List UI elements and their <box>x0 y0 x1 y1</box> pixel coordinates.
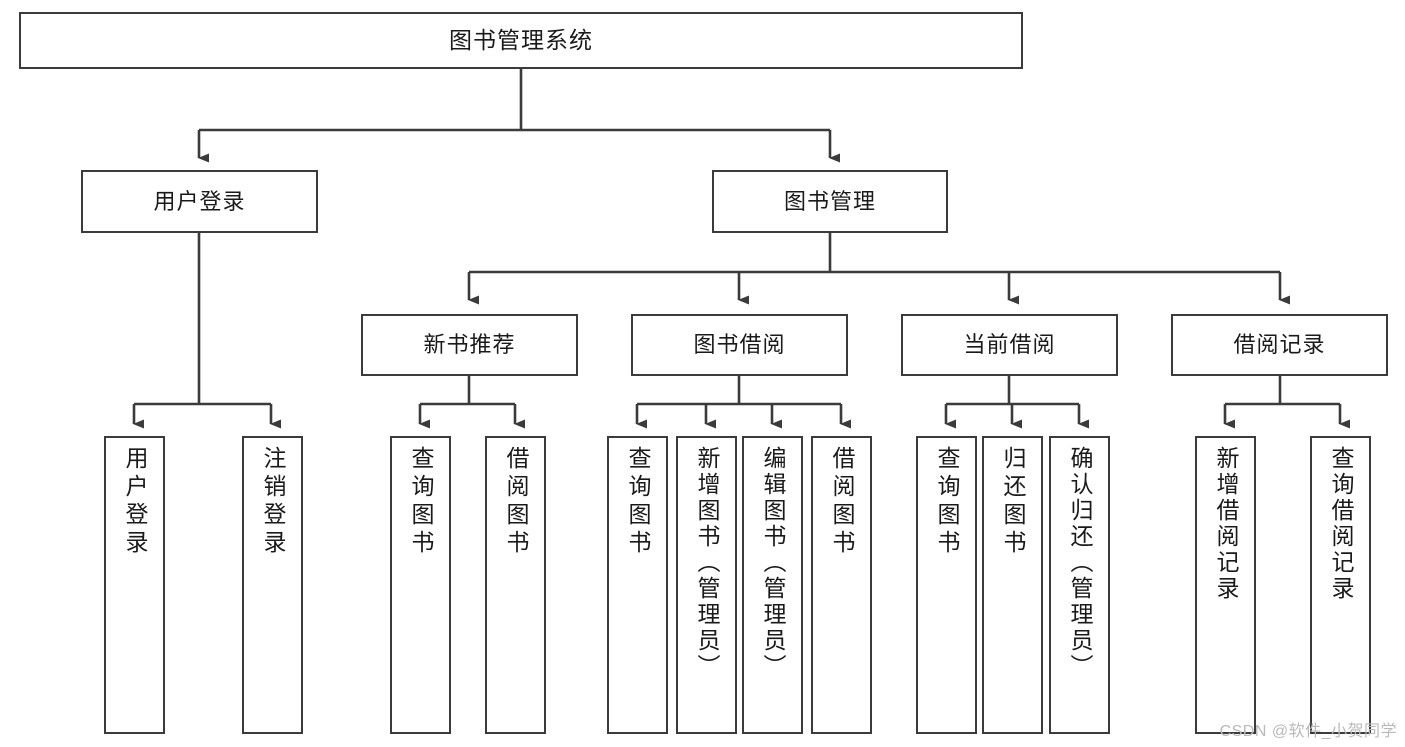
node-book-borrow[interactable]: 图书借阅 <box>631 314 848 376</box>
node-label: 借阅图书 <box>503 446 529 558</box>
node-book-management[interactable]: 图书管理 <box>712 170 948 233</box>
node-leaf-newbook-borrow-book[interactable]: 借阅图书 <box>485 436 546 734</box>
node-label: 查询图书 <box>625 446 651 558</box>
node-leaf-record-query-record[interactable]: 查询借阅记录 <box>1310 436 1371 734</box>
node-new-book-recommend[interactable]: 新书推荐 <box>361 314 578 376</box>
node-label: 当前借阅 <box>963 332 1056 358</box>
node-leaf-borrow-query-book[interactable]: 查询图书 <box>607 436 668 734</box>
node-label: 新增借阅记录 <box>1213 446 1239 602</box>
node-leaf-newbook-query-book[interactable]: 查询图书 <box>390 436 451 734</box>
node-label: 用户登录 <box>122 446 148 558</box>
node-label: 图书管理 <box>783 188 876 214</box>
node-borrow-record[interactable]: 借阅记录 <box>1171 314 1388 376</box>
node-leaf-borrow-edit-book-admin[interactable]: 编辑图书（管理员） <box>742 436 803 734</box>
node-leaf-current-confirm-return-admin[interactable]: 确认归还（管理员） <box>1049 436 1110 734</box>
node-label: 借阅图书 <box>829 446 855 558</box>
node-label: 新书推荐 <box>423 332 516 358</box>
node-leaf-borrow-borrow-book[interactable]: 借阅图书 <box>811 436 872 734</box>
node-leaf-current-return-book[interactable]: 归还图书 <box>982 436 1043 734</box>
node-label: 图书管理系统 <box>449 27 593 54</box>
node-leaf-borrow-add-book-admin[interactable]: 新增图书（管理员） <box>676 436 737 734</box>
node-label: 图书借阅 <box>693 332 786 358</box>
node-label: 查询图书 <box>934 446 960 558</box>
node-current-borrow[interactable]: 当前借阅 <box>901 314 1118 376</box>
node-leaf-logout[interactable]: 注销登录 <box>242 436 303 734</box>
node-label: 查询借阅记录 <box>1328 446 1354 602</box>
node-leaf-current-query-book[interactable]: 查询图书 <box>916 436 977 734</box>
csdn-watermark: CSDN @软件_小贺同学 <box>1219 723 1397 740</box>
node-label: 查询图书 <box>408 446 434 558</box>
node-label: 归还图书 <box>1000 446 1026 558</box>
node-root-system[interactable]: 图书管理系统 <box>19 12 1023 69</box>
node-label: 编辑图书（管理员） <box>760 446 786 680</box>
node-label: 注销登录 <box>260 446 286 558</box>
node-label: 新增图书（管理员） <box>694 446 720 680</box>
node-user-login[interactable]: 用户登录 <box>81 170 318 233</box>
node-leaf-record-add-record[interactable]: 新增借阅记录 <box>1195 436 1256 734</box>
node-label: 借阅记录 <box>1233 332 1326 358</box>
node-label: 用户登录 <box>153 188 246 214</box>
node-leaf-user-login[interactable]: 用户登录 <box>104 436 165 734</box>
node-label: 确认归还（管理员） <box>1067 446 1093 680</box>
